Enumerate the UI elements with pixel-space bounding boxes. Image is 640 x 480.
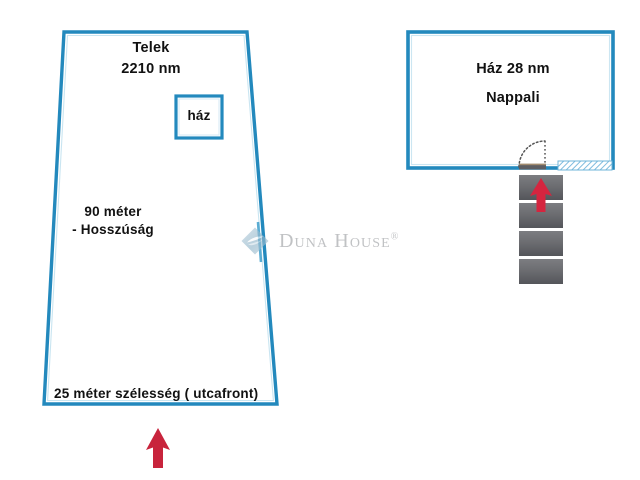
stairs-group (519, 175, 563, 284)
house-outline (406, 30, 615, 170)
plot-title-line1: Telek (132, 40, 170, 56)
plot-length-value: 90 méter (84, 204, 142, 219)
stair-step (519, 259, 563, 284)
house-area-title: Ház 28 nm (476, 61, 550, 77)
door-sill-warm-edge (519, 163, 546, 166)
entrance-arrow-group (146, 428, 170, 468)
door-sill (519, 164, 546, 170)
plot-area-title: Telek 2210 nm (76, 38, 226, 80)
window-hatch (557, 160, 613, 171)
plot-width-label: 25 méter szélesség ( utcafront) (54, 386, 259, 401)
entrance-arrow-icon (146, 428, 170, 468)
door-swing-arc (518, 140, 546, 168)
house-room-label: Nappali (486, 90, 540, 106)
plot-length-label: 90 méter - Hosszúság (58, 203, 168, 239)
door-group (518, 140, 546, 170)
window-group (557, 160, 613, 171)
plot-title-line2: 2210 nm (121, 61, 181, 77)
stair-step (519, 231, 563, 256)
house-outline-group (406, 30, 615, 170)
plot-house-marker-label: ház (187, 108, 211, 123)
stairs-direction-arrow-icon (530, 178, 552, 212)
plot-house-marker-box (174, 94, 224, 140)
plot-house-marker-group (174, 94, 224, 140)
plot-house-marker-box-highlight (178, 98, 220, 136)
plot-outline-inner-highlight (47, 34, 274, 402)
house-outline-inner-highlight (410, 34, 611, 166)
plot-length-caption: - Hosszúság (72, 222, 154, 237)
